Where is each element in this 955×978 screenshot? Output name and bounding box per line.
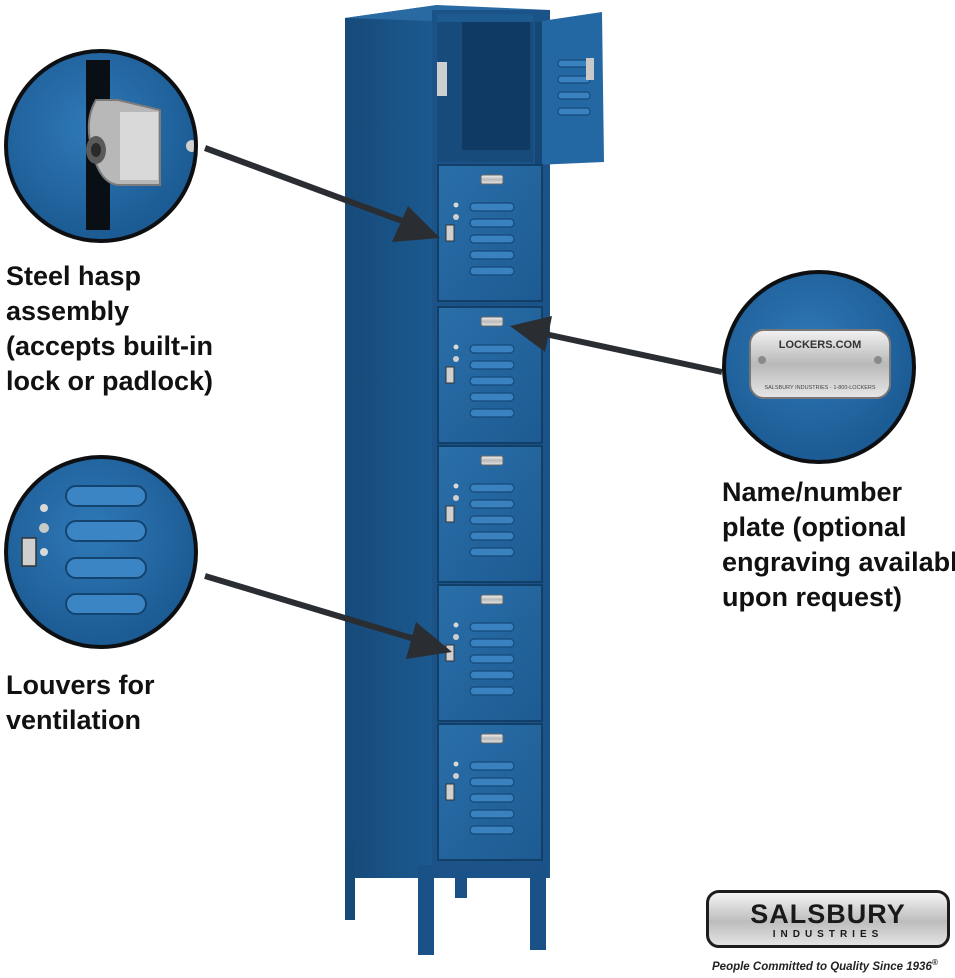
number-plate bbox=[480, 174, 504, 185]
callout-arrows bbox=[203, 145, 723, 659]
louver bbox=[469, 344, 515, 354]
louvers-line-2: ventilation bbox=[6, 705, 142, 735]
number-plate bbox=[480, 594, 504, 605]
louver bbox=[469, 777, 515, 787]
louvers-callout-text: Louvers for ventilation bbox=[6, 668, 155, 738]
nameplate-line-1: Name/number bbox=[722, 477, 903, 507]
nameplate-line-2: plate (optional bbox=[722, 512, 907, 542]
number-plate bbox=[480, 733, 504, 744]
louver bbox=[469, 547, 515, 557]
locker-door bbox=[437, 723, 543, 861]
hasp bbox=[445, 224, 455, 242]
louver bbox=[469, 376, 515, 386]
hasp bbox=[445, 505, 455, 523]
door-panel bbox=[437, 164, 543, 302]
hasp-line-1: Steel hasp bbox=[6, 261, 142, 291]
door-panel bbox=[437, 584, 543, 722]
hasp-line-4: lock or padlock) bbox=[6, 366, 214, 396]
plate-top-text: LOCKERS.COM bbox=[779, 339, 862, 351]
hasp-line-3: (accepts built-in bbox=[6, 331, 214, 361]
louver bbox=[469, 234, 515, 244]
rivet bbox=[453, 344, 459, 350]
rivet bbox=[453, 202, 459, 208]
louver bbox=[469, 266, 515, 276]
louvers-line-1: Louvers for bbox=[6, 670, 155, 700]
louver bbox=[469, 515, 515, 525]
louver bbox=[469, 202, 515, 212]
hasp-line-2: assembly bbox=[6, 296, 130, 326]
rivet bbox=[453, 634, 459, 640]
hasp bbox=[445, 644, 455, 662]
rivet bbox=[453, 495, 459, 501]
louver bbox=[469, 622, 515, 632]
locker-door bbox=[437, 584, 543, 722]
louver bbox=[469, 793, 515, 803]
rivet bbox=[453, 761, 459, 767]
door-panel bbox=[437, 723, 543, 861]
locker-door bbox=[437, 445, 543, 583]
nameplate-callout-text: Name/number plate (optional engraving av… bbox=[722, 475, 955, 615]
rivet bbox=[453, 356, 459, 362]
nameplate-detail-circle: LOCKERS.COM SALSBURY INDUSTRIES · 1-800-… bbox=[722, 270, 916, 464]
louver bbox=[469, 499, 515, 509]
louver bbox=[469, 686, 515, 696]
louver bbox=[469, 654, 515, 664]
brand-tagline: People Committed to Quality Since 1936® bbox=[712, 958, 952, 973]
nameplate-line-4: upon request) bbox=[722, 582, 902, 612]
louver bbox=[469, 392, 515, 402]
louver bbox=[469, 809, 515, 819]
hasp-detail-circle bbox=[4, 49, 198, 243]
door-panel bbox=[437, 445, 543, 583]
louver bbox=[469, 218, 515, 228]
brand-name: SALSBURY bbox=[750, 899, 906, 929]
plate-bottom-text: SALSBURY INDUSTRIES · 1-800-LOCKERS bbox=[764, 385, 875, 391]
louver bbox=[469, 408, 515, 418]
hasp-callout-text: Steel hasp assembly (accepts built-in lo… bbox=[6, 259, 213, 399]
louver bbox=[469, 825, 515, 835]
rivet bbox=[453, 773, 459, 779]
tagline-text: People Committed to Quality Since 1936 bbox=[712, 960, 932, 973]
louver bbox=[469, 761, 515, 771]
salsbury-logo: SALSBURY INDUSTRIES bbox=[706, 890, 950, 948]
nameplate-line-3: engraving available bbox=[722, 547, 955, 577]
locker-doors bbox=[437, 164, 543, 861]
tagline-mark: ® bbox=[931, 958, 938, 967]
louvers-detail-circle bbox=[4, 455, 198, 649]
louver bbox=[469, 670, 515, 680]
hasp bbox=[445, 366, 455, 384]
rivet bbox=[453, 622, 459, 628]
louver bbox=[469, 360, 515, 370]
hasp bbox=[445, 783, 455, 801]
brand-subtitle: INDUSTRIES bbox=[772, 929, 884, 940]
louver bbox=[469, 250, 515, 260]
number-plate bbox=[480, 455, 504, 466]
locker-door bbox=[437, 164, 543, 302]
rivet bbox=[453, 214, 459, 220]
louver bbox=[469, 531, 515, 541]
number-plate bbox=[480, 316, 504, 327]
rivet bbox=[453, 483, 459, 489]
louver bbox=[469, 483, 515, 493]
louver bbox=[469, 638, 515, 648]
